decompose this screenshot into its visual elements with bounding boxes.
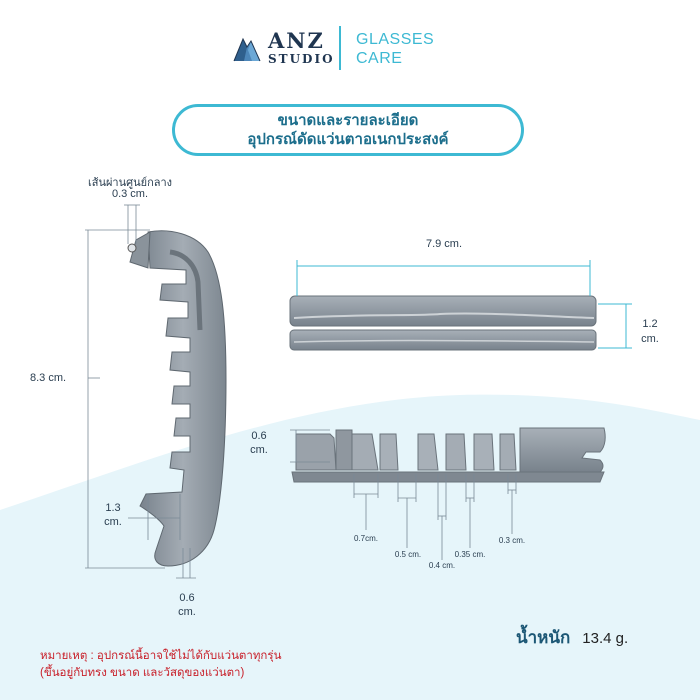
tool-top-view	[289, 295, 597, 351]
top-thickness-unit: cm.	[641, 333, 659, 345]
tool-side-view	[127, 230, 227, 567]
slot-label: 0.35 cm.	[454, 550, 486, 559]
weight-info: น้ำหนัก 13.4 g.	[516, 624, 628, 651]
pin-icon	[127, 243, 137, 253]
tip-unit: cm.	[178, 606, 196, 618]
brand-name: ANZ	[268, 28, 325, 53]
tagline-line-2: CARE	[356, 50, 403, 67]
top-thickness-value: 1.2	[642, 318, 658, 330]
title-line-2: อุปกรณ์ดัดแว่นตาอเนกประสงค์	[247, 131, 449, 148]
slot-label: 0.4 cm.	[428, 561, 456, 570]
center-line-value: 0.3 cm.	[111, 188, 149, 200]
weight-label: น้ำหนัก	[516, 628, 571, 647]
hook-width-unit: cm.	[104, 516, 122, 528]
center-line-label: เส้นผ่านศูนย์กลาง	[87, 177, 173, 189]
weight-value: 13.4 g.	[582, 630, 629, 647]
tip-value: 0.6	[179, 592, 195, 604]
title-pill: ขนาดและรายละเอียด อุปกรณ์ดัดแว่นตาอเนกปร…	[172, 104, 524, 156]
brand-tagline: GLASSES CARE	[356, 30, 434, 68]
bottom-height-value: 0.6	[251, 430, 267, 442]
note-line-2: (ขึ้นอยู่กับทรง ขนาด และวัสดุของแว่นตา)	[40, 667, 245, 679]
top-length-label: 7.9 cm.	[425, 238, 463, 250]
title-line-1: ขนาดและรายละเอียด	[277, 112, 419, 129]
disclaimer-note: หมายเหตุ : อุปกรณ์นี้อาจใช้ไม่ได้กับแว่น…	[40, 648, 281, 682]
note-line-1: หมายเหตุ : อุปกรณ์นี้อาจใช้ไม่ได้กับแว่น…	[40, 650, 282, 662]
slot-label: 0.3 cm.	[498, 536, 526, 545]
slot-label: 0.7cm.	[353, 534, 378, 543]
mountain-logo-icon	[233, 37, 261, 61]
tool-front-view	[291, 427, 606, 483]
tagline-line-1: GLASSES	[356, 31, 435, 48]
height-side-label: 8.3 cm.	[30, 372, 67, 384]
header-divider	[339, 26, 341, 70]
brand-logo: ANZ STUDIO	[232, 30, 335, 65]
bottom-height-unit: cm.	[250, 444, 268, 456]
brand-subname: STUDIO	[268, 52, 335, 66]
slot-label: 0.5 cm.	[394, 550, 422, 559]
hook-width-value: 1.3	[105, 502, 121, 514]
